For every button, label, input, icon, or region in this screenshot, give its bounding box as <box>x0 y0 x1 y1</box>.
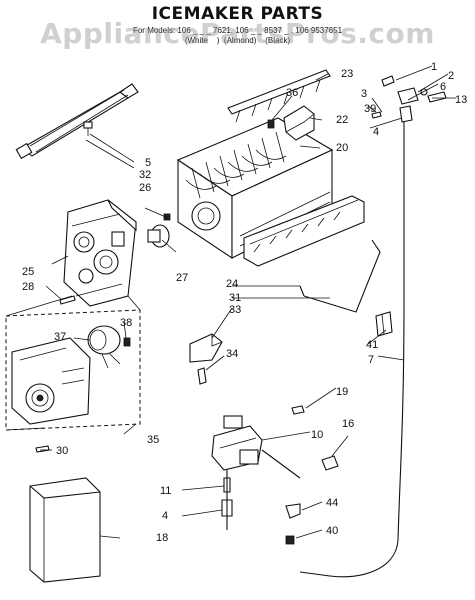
callout-6: 6 <box>440 81 447 93</box>
callout-24: 24 <box>226 278 239 290</box>
callout-44: 44 <box>326 497 339 509</box>
callout-33: 33 <box>229 304 242 316</box>
callout-4-top: 4 <box>373 126 380 138</box>
callout-18: 18 <box>156 532 169 544</box>
subtitle-line-2: (White ) (Almond) (Black) <box>184 36 291 45</box>
callout-19: 19 <box>336 386 349 398</box>
bracket-part <box>283 105 315 141</box>
callout-7: 7 <box>368 354 375 366</box>
callout-28: 28 <box>22 281 35 293</box>
callout-3: 3 <box>361 88 368 100</box>
callout-27: 27 <box>176 272 189 284</box>
callout-30: 30 <box>56 445 69 457</box>
screw-28 <box>59 295 76 305</box>
callout-1: 1 <box>431 61 438 73</box>
callout-2: 2 <box>448 70 455 82</box>
fitting-41 <box>375 311 393 337</box>
cover-part <box>189 333 223 363</box>
nut-40 <box>285 535 295 545</box>
water-valve-part <box>211 415 301 479</box>
screw-26 <box>163 213 171 221</box>
screw-19 <box>291 405 305 415</box>
callout-41: 41 <box>366 339 379 351</box>
screw-36 <box>267 119 275 129</box>
callout-26: 26 <box>139 182 152 194</box>
callout-32: 32 <box>139 169 152 181</box>
inlet-fittings-part <box>371 75 447 123</box>
callout-34: 34 <box>226 348 239 360</box>
callout-35: 35 <box>147 434 160 446</box>
callout-23: 23 <box>341 68 354 80</box>
callout-38: 38 <box>120 317 133 329</box>
shutoff-arm-part <box>299 239 381 313</box>
bracket-44 <box>285 503 301 519</box>
subtitle-line-1: For Models: 106 _ _ _ 7621, 106 _ _ 8537… <box>132 26 343 35</box>
callout-22: 22 <box>336 114 349 126</box>
callout-37: 37 <box>54 331 67 343</box>
callout-13: 13 <box>455 94 468 106</box>
stripper-part <box>227 69 331 123</box>
fill-cup-part <box>15 83 139 160</box>
control-module-part <box>63 199 137 307</box>
callout-40: 40 <box>326 525 339 537</box>
motor-group-outline <box>5 309 141 431</box>
callout-5: 5 <box>145 157 152 169</box>
screw-30 <box>35 445 50 453</box>
callout-39: 39 <box>364 103 377 115</box>
motor-part <box>87 325 121 369</box>
coupling-part <box>147 224 170 248</box>
callout-31: 31 <box>229 292 242 304</box>
diagram-title: ICEMAKER PARTS <box>151 4 324 24</box>
leader-lines <box>40 65 456 539</box>
callout-16: 16 <box>342 418 355 430</box>
callout-25: 25 <box>22 266 35 278</box>
water-tube-part <box>299 118 405 578</box>
screw-38 <box>123 337 131 347</box>
callout-4-bottom: 4 <box>162 510 169 522</box>
clip-16 <box>321 455 339 471</box>
motor-housing-part <box>11 337 91 425</box>
callout-36: 36 <box>286 87 299 99</box>
callout-10: 10 <box>311 429 324 441</box>
ice-tray-part <box>243 195 365 267</box>
valve-fittings-part <box>221 470 233 530</box>
callout-20: 20 <box>336 142 349 154</box>
callout-11: 11 <box>160 485 172 497</box>
diagram-subtitle: For Models: 106 _ _ _ 7621, 106 _ _ 8537… <box>0 26 475 46</box>
ice-bin-part <box>29 477 101 583</box>
screw-34 <box>197 367 207 385</box>
